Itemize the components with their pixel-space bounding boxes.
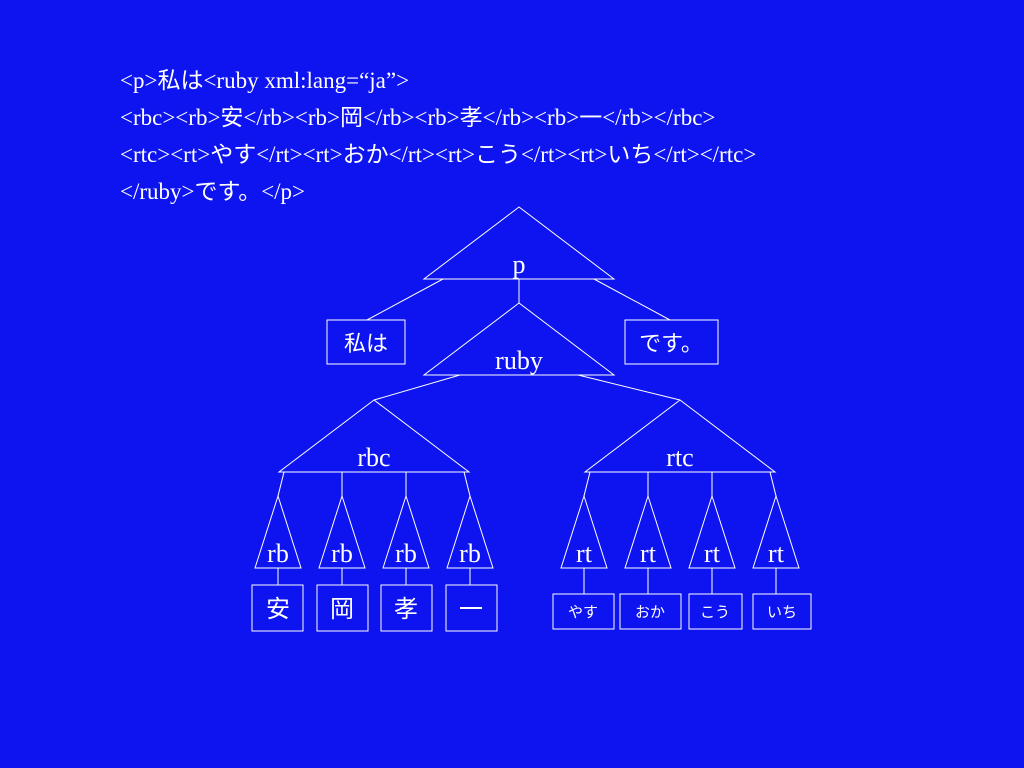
code-line-2: <rbc><rb>安</rb><rb>岡</rb><rb>孝</rb><rb>一…	[120, 105, 716, 130]
edge-ruby-rbc	[373, 374, 461, 401]
rb4-node-label: rb	[459, 539, 481, 568]
rt1-leaf-box	[552, 593, 615, 630]
rbc-node-triangle	[277, 399, 471, 473]
rb4-leaf-box	[445, 584, 498, 632]
rt3-node-label: rt	[704, 539, 721, 568]
edge-p-left	[366, 278, 444, 321]
rt4-node-label: rt	[768, 539, 785, 568]
rb3-leaf-text: 孝	[394, 595, 418, 623]
rb2-node-label: rb	[331, 539, 353, 568]
rt1-node-label: rt	[576, 539, 593, 568]
rt3-leaf-text: こう	[700, 603, 730, 621]
right-leaf-box	[624, 319, 719, 365]
rtc-node-triangle	[583, 399, 777, 473]
edge-ruby-rtc	[577, 374, 681, 401]
rt2-leaf-box	[619, 593, 682, 630]
edge-p-right	[593, 278, 671, 321]
rt2-node-label: rt	[640, 539, 657, 568]
edge-rtc-rt1	[583, 471, 591, 497]
rb2-leaf-box	[316, 584, 369, 632]
rb1-leaf-box	[251, 584, 304, 632]
rb1-node-label: rb	[267, 539, 289, 568]
edge-rtc-rt4	[769, 471, 777, 497]
rb2-leaf-text: 岡	[330, 595, 354, 623]
rt4-leaf-text: いち	[767, 603, 797, 621]
code-line-4: </ruby>です。</p>	[120, 179, 306, 204]
code-line-1: <p>私は<ruby xml:lang=“ja”>	[120, 68, 410, 93]
left-leaf-text: 私は	[344, 332, 388, 357]
rtc-node-label: rtc	[666, 443, 693, 472]
right-leaf-text: です。	[639, 332, 703, 357]
rt4-leaf-box	[752, 593, 812, 630]
edge-rbc-rb4	[463, 471, 471, 497]
markup-code-block: <p>私は<ruby xml:lang=“ja”> <rbc><rb>安</rb…	[120, 62, 756, 210]
ruby-node-triangle	[422, 302, 616, 376]
rb3-node-label: rb	[395, 539, 417, 568]
rb1-leaf-text: 安	[266, 595, 290, 623]
rt2-leaf-text: おか	[635, 603, 665, 621]
rb4-leaf-text: 一	[459, 595, 483, 623]
edge-rbc-rb1	[277, 471, 285, 497]
rbc-node-label: rbc	[357, 443, 390, 472]
code-line-3: <rtc><rt>やす</rt><rt>おか</rt><rt>こう</rt><r…	[120, 142, 757, 167]
left-leaf-box	[326, 319, 406, 365]
p-node-label: p	[513, 250, 526, 279]
rt3-leaf-box	[688, 593, 743, 630]
rb3-leaf-box	[380, 584, 433, 632]
ruby-node-label: ruby	[495, 346, 543, 375]
rt1-leaf-text: やす	[568, 603, 598, 621]
